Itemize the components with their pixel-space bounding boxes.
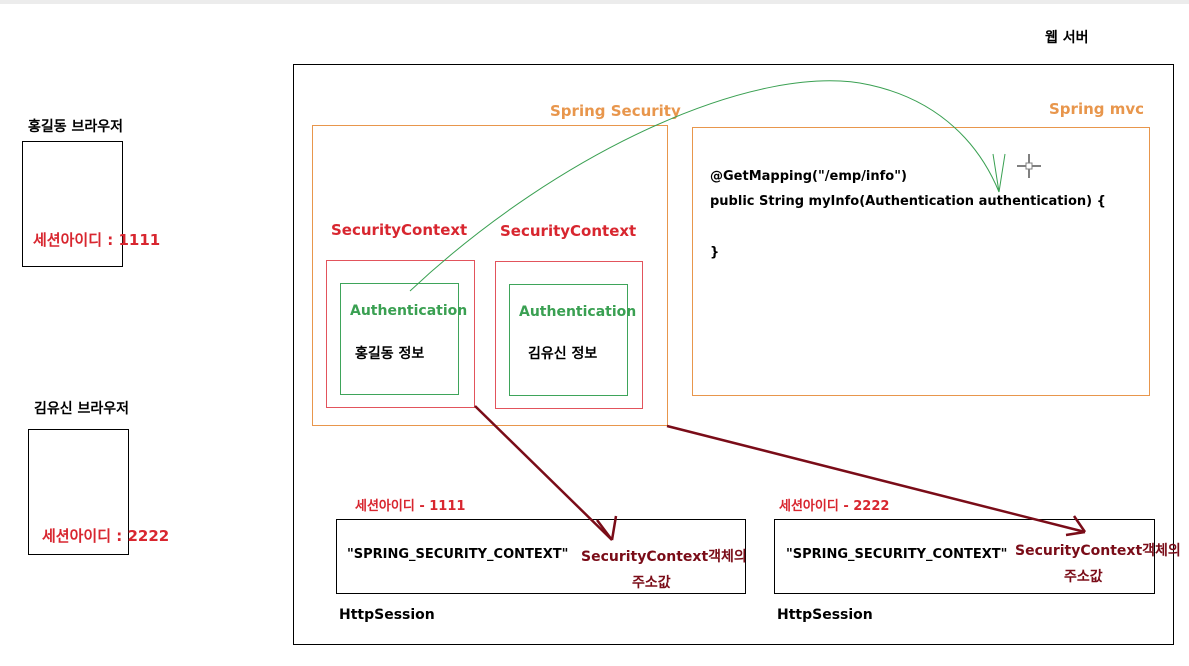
session-value-1-line1: SecurityContext객체의	[581, 549, 747, 565]
authentication-box-1	[340, 283, 459, 395]
spring-mvc-box	[692, 127, 1150, 396]
http-session-caption-1: HttpSession	[339, 607, 435, 623]
authentication-label-1: Authentication	[350, 303, 468, 319]
security-context-label-2: SecurityContext	[500, 222, 637, 240]
browser-session-id-hong: 세션아이디 : 1111	[33, 231, 161, 249]
session-value-2-line1: SecurityContext객체의	[1015, 543, 1181, 559]
session-label-1111: 세션아이디 - 1111	[355, 499, 466, 514]
user-info-kim: 김유신 정보	[528, 346, 598, 362]
spring-security-box	[312, 125, 668, 426]
browser-window-hong	[22, 141, 123, 267]
authentication-box-2	[509, 284, 628, 396]
session-key-2: "SPRING_SECURITY_CONTEXT"	[786, 547, 1008, 562]
browser-session-id-kim: 세션아이디 : 2222	[42, 527, 170, 545]
web-server-label: 웹 서버	[1045, 30, 1089, 46]
authentication-label-2: Authentication	[519, 304, 637, 320]
session-key-1: "SPRING_SECURITY_CONTEXT"	[347, 547, 569, 562]
context-to-session-1-arrow	[474, 405, 613, 541]
session-value-2-line2: 주소값	[1064, 569, 1103, 585]
code-line-mapping: @GetMapping("/emp/info")	[710, 169, 907, 184]
browser-title-kim: 김유신 브라우저	[34, 401, 130, 417]
context-to-session-2-arrow	[666, 424, 1086, 534]
context-to-session-2-arrowhead	[1065, 515, 1087, 537]
authentication-injection-arrow	[409, 80, 1000, 292]
authentication-injection-arrowhead	[992, 153, 1006, 193]
http-session-caption-2: HttpSession	[777, 607, 873, 623]
web-server-box	[293, 64, 1174, 645]
browser-window-kim	[28, 429, 129, 555]
spring-security-title: Spring Security	[550, 102, 681, 120]
http-session-box-1	[336, 519, 746, 594]
top-strip	[0, 0, 1189, 4]
code-line-close: }	[710, 245, 720, 260]
security-context-box-1	[326, 260, 475, 408]
user-info-hong: 홍길동 정보	[355, 346, 425, 362]
security-context-box-2	[495, 261, 643, 409]
session-value-1-line2: 주소값	[632, 575, 671, 591]
spring-mvc-title: Spring mvc	[1049, 100, 1145, 118]
browser-title-hong: 홍길동 브라우저	[28, 119, 124, 135]
security-context-label-1: SecurityContext	[331, 221, 468, 239]
session-label-2222: 세션아이디 - 2222	[779, 499, 890, 514]
context-to-session-1-arrowhead	[596, 515, 618, 541]
http-session-box-2	[774, 519, 1155, 594]
code-line-method: public String myInfo(Authentication auth…	[710, 194, 1106, 209]
